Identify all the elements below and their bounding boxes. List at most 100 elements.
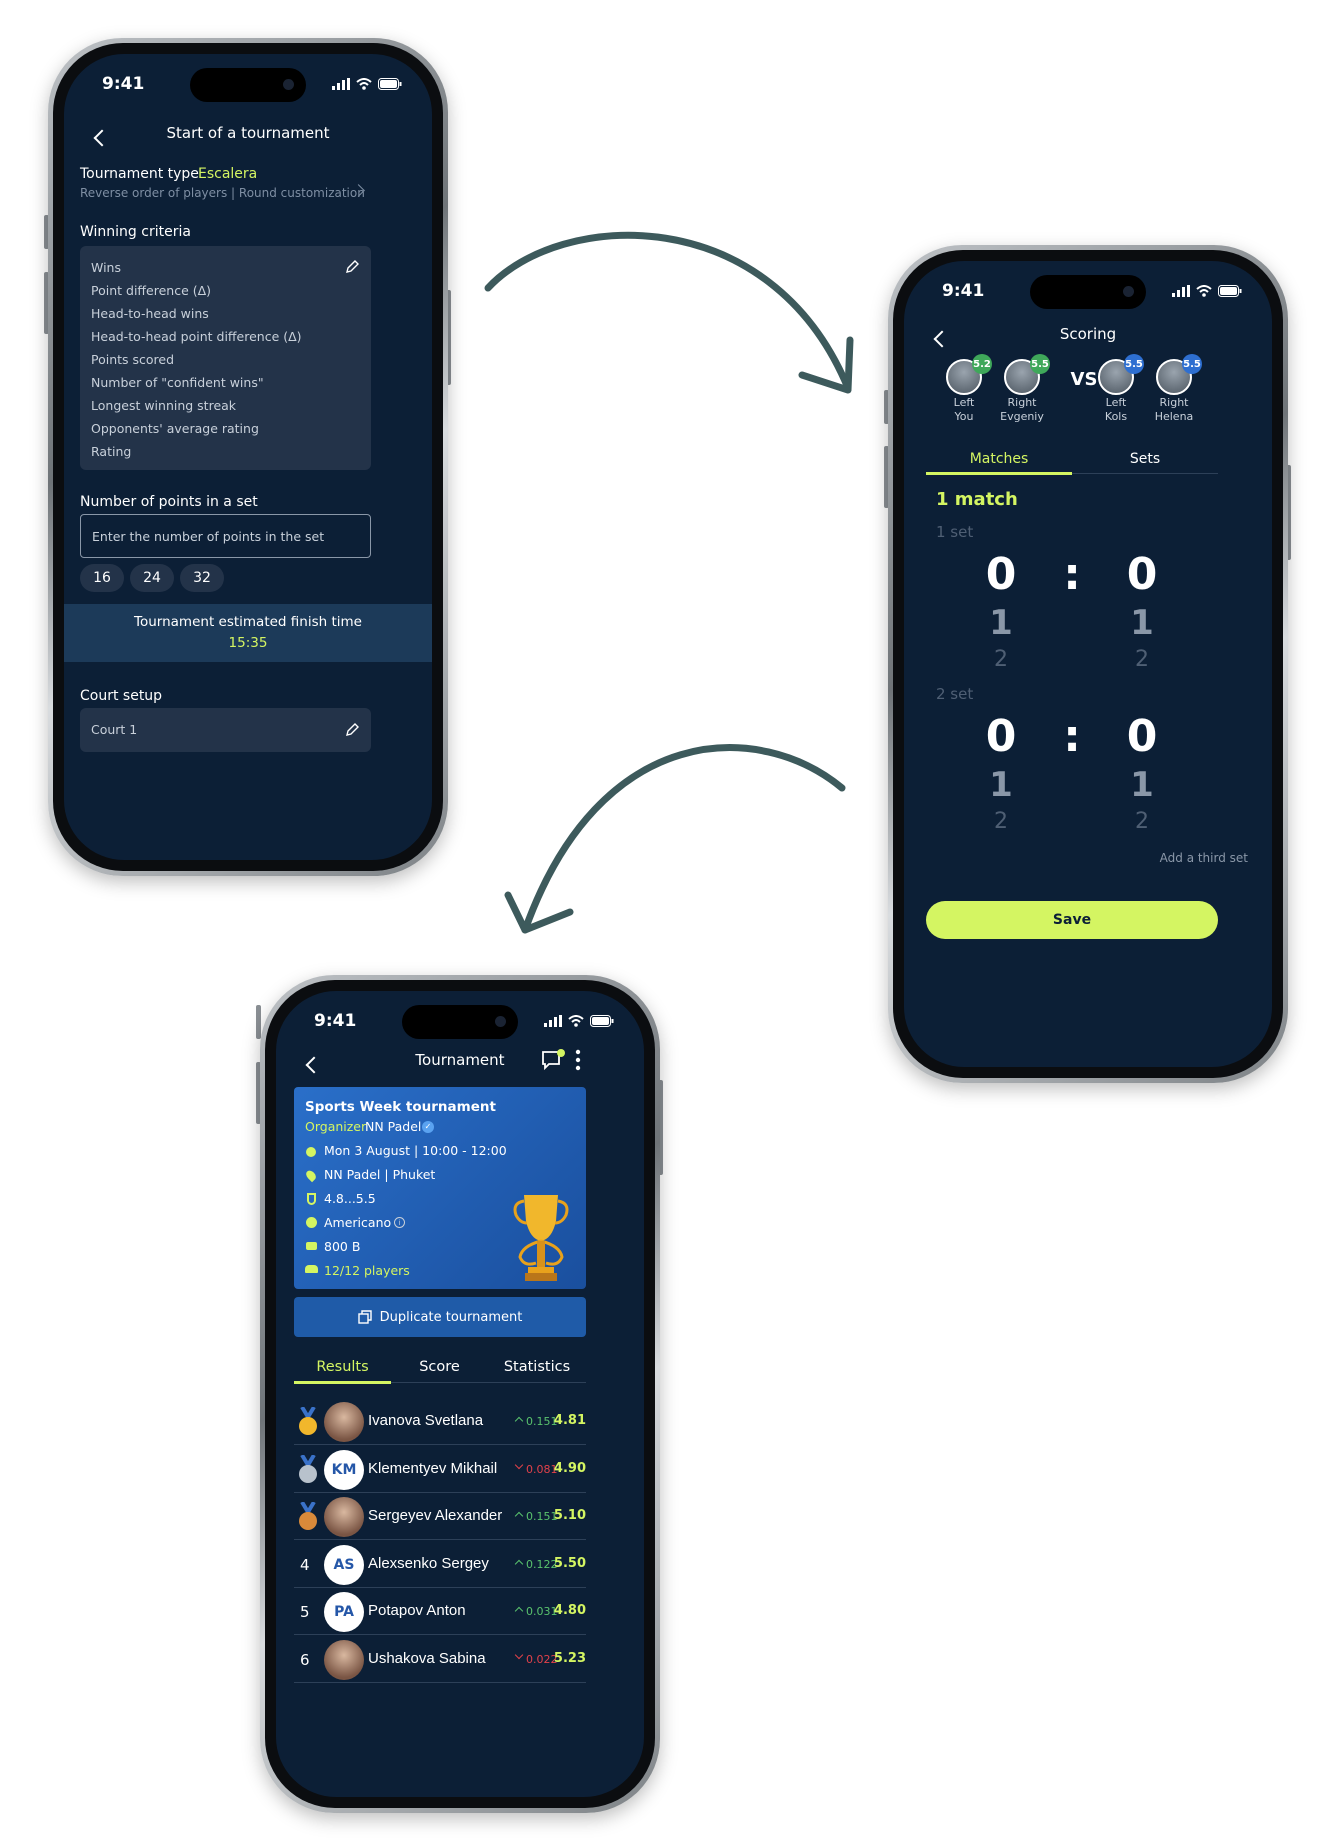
- rating-value: 5.23: [553, 1650, 586, 1666]
- score-right[interactable]: 0: [1126, 549, 1158, 600]
- player-name: Sergeyev Alexander: [368, 1507, 503, 1524]
- court-setup-label: Court setup: [80, 688, 163, 704]
- status-icons: [332, 78, 402, 90]
- player-name: Helena: [1154, 410, 1194, 423]
- status-time: 9:41: [102, 74, 145, 94]
- arrow-1-to-2: [484, 231, 852, 392]
- rating-delta: 0.151: [526, 1415, 558, 1428]
- rating-value: 4.90: [553, 1460, 586, 1476]
- player-name: Ivanova Svetlana: [368, 1412, 484, 1429]
- points-option-32[interactable]: 32: [180, 564, 224, 592]
- add-third-set-link[interactable]: Add a third set: [1159, 851, 1248, 865]
- rating-badge: 5.2: [972, 354, 992, 374]
- points-option-24[interactable]: 24: [130, 564, 174, 592]
- wallet-icon: [306, 1242, 317, 1250]
- medal-icon: [307, 1193, 316, 1205]
- info-icon[interactable]: i: [394, 1217, 405, 1228]
- points-input-placeholder: Enter the number of points in the set: [92, 529, 325, 544]
- criteria-item: Number of "confident wins": [91, 375, 264, 390]
- avatar: [324, 1402, 364, 1442]
- phone-start-tournament: 9:41 Start of a tournament Tournament ty…: [48, 38, 448, 876]
- score-option[interactable]: 1: [1130, 603, 1154, 643]
- tab-results[interactable]: Results: [316, 1359, 369, 1375]
- rank-number: 5: [300, 1603, 310, 1621]
- tennis-ball-icon: [306, 1217, 317, 1228]
- verified-icon: ✓: [422, 1121, 434, 1133]
- detail-text: Mon 3 August | 10:00 - 12:00: [324, 1143, 507, 1158]
- player-name: Evgeniy: [1000, 410, 1044, 423]
- player-name: Alexsenko Sergey: [368, 1554, 489, 1572]
- score-option[interactable]: 2: [994, 809, 1008, 834]
- status-time: 9:41: [314, 1011, 357, 1031]
- save-button[interactable]: Save: [926, 901, 1218, 939]
- score-option[interactable]: 1: [989, 603, 1013, 643]
- score-right[interactable]: 0: [1126, 711, 1158, 762]
- score-option[interactable]: 2: [1135, 809, 1149, 834]
- phone-tournament: 9:41 Tournament Sports Week tournament O…: [260, 975, 660, 1813]
- finish-time-label: Tournament estimated finish time: [134, 614, 362, 630]
- score-option[interactable]: 1: [1130, 765, 1154, 805]
- score-left[interactable]: 0: [985, 711, 1017, 762]
- more-vertical-icon[interactable]: [574, 1049, 582, 1071]
- rating-delta: 0.022: [526, 1652, 558, 1666]
- avatar: PA: [324, 1592, 364, 1632]
- trophy-icon: [513, 1195, 569, 1281]
- points-option-16[interactable]: 16: [80, 564, 124, 592]
- clock-icon: [306, 1147, 316, 1157]
- avatar: [1004, 359, 1040, 395]
- court-name: Court 1: [91, 722, 138, 737]
- rating-delta: 0.151: [526, 1510, 558, 1523]
- score-option[interactable]: 2: [994, 647, 1008, 672]
- player-side: Left: [953, 396, 975, 409]
- score-option[interactable]: 2: [1135, 647, 1149, 672]
- avatar: [324, 1497, 364, 1537]
- edit-pencil-icon[interactable]: [345, 723, 359, 737]
- tab-underline: [926, 473, 1218, 474]
- rating-value: 5.10: [553, 1508, 586, 1523]
- arrow-1-head: [798, 336, 854, 394]
- points-input[interactable]: Enter the number of points in the set: [80, 514, 371, 558]
- trend-up-icon: [514, 1511, 524, 1521]
- trend-down-icon: [514, 1460, 524, 1469]
- detail-text: NN Padel | Phuket: [324, 1167, 436, 1182]
- tournament-type-value[interactable]: Escalera: [198, 166, 258, 182]
- organizer-name[interactable]: NN Padel: [365, 1119, 422, 1134]
- tab-sets[interactable]: Sets: [1129, 451, 1161, 467]
- tab-matches[interactable]: Matches: [969, 451, 1029, 467]
- duplicate-tournament-button[interactable]: Duplicate tournament: [294, 1297, 586, 1337]
- rank-number: 6: [300, 1650, 310, 1669]
- edit-pencil-icon[interactable]: [345, 260, 359, 274]
- row-divider: [294, 1681, 586, 1683]
- tab-active-indicator: [926, 472, 1072, 475]
- player-side: Right: [1159, 396, 1189, 409]
- rating-delta: 0.081: [526, 1462, 558, 1476]
- rating-value: 4.81: [553, 1413, 586, 1428]
- tab-score[interactable]: Score: [419, 1359, 460, 1375]
- detail-text: 4.8...5.5: [324, 1191, 376, 1206]
- score-left[interactable]: 0: [985, 549, 1017, 600]
- set-label: 1 set: [936, 523, 974, 541]
- vs-label: VS: [1070, 369, 1098, 390]
- avatar: AS: [324, 1544, 364, 1585]
- rating-badge: 5.5: [1030, 354, 1050, 374]
- winning-criteria-label: Winning criteria: [80, 224, 191, 240]
- chat-icon[interactable]: [541, 1049, 567, 1073]
- arrow-2-head: [504, 891, 574, 934]
- rating-delta: 0.122: [526, 1557, 558, 1571]
- avatar: [324, 1639, 364, 1680]
- score-option[interactable]: 1: [989, 765, 1013, 805]
- tournament-type-sub: Reverse order of players | Round customi…: [80, 186, 365, 200]
- medal-icon: [299, 1502, 317, 1530]
- page-title: Scoring: [1059, 325, 1117, 343]
- location-pin-icon: [304, 1168, 318, 1183]
- court-card[interactable]: Court 1: [80, 708, 371, 752]
- tab-statistics[interactable]: Statistics: [503, 1359, 571, 1375]
- player-name: Ushakova Sabina: [368, 1649, 486, 1667]
- page-title: Start of a tournament: [166, 124, 330, 142]
